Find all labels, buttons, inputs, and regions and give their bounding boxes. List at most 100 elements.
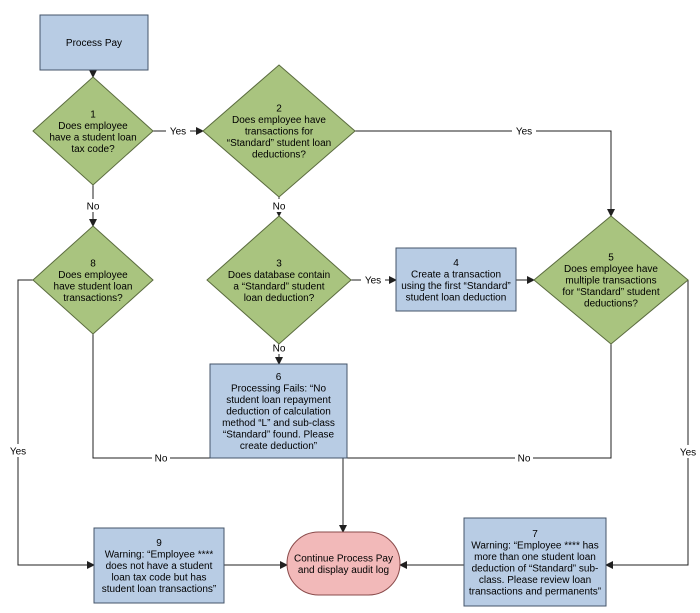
edge-label: Yes [516, 127, 532, 138]
node-text-line: loan tax code but has [111, 573, 206, 584]
edge-label-bg [676, 445, 700, 458]
node-text-line: Warning: “Employee **** [105, 550, 214, 561]
node-number: 5 [608, 253, 614, 264]
node-text-line: Continue Process Pay [294, 553, 393, 564]
decision-diamond [32, 225, 154, 335]
node-text-line: multiple transactions [565, 276, 656, 287]
process-box [395, 247, 517, 312]
edge-d5-b7: Yes [605, 280, 700, 569]
node-text-line: have student loan [54, 281, 133, 292]
edge-label-bg [270, 341, 288, 354]
connector-line [605, 280, 689, 569]
decision-diamond [533, 215, 689, 345]
edge-label: No [518, 454, 531, 465]
process-box [209, 363, 348, 459]
edge-label-bg [84, 199, 102, 212]
edge-label-bg [512, 124, 536, 137]
edge-label-bg [152, 451, 170, 464]
node-number: 2 [276, 104, 282, 115]
node-text-line: Does employee [58, 270, 128, 281]
node-text-line: and display audit log [298, 565, 389, 576]
node-text-line: deductions? [252, 150, 306, 161]
edge-label: No [87, 202, 100, 213]
node-text-line: deduction of calculation [226, 407, 331, 418]
connector-line [355, 130, 615, 217]
node-number: 4 [453, 258, 459, 269]
node-text-line: Does employee have [564, 264, 658, 275]
process-box [93, 527, 225, 604]
node-text-line: Process Pay [66, 38, 122, 49]
node-text-line: class. Please review loan [479, 575, 591, 586]
node-text-line: create deduction” [240, 441, 317, 452]
edge-d2-d5: Yes [355, 124, 615, 217]
node-text-line: transactions? [63, 293, 123, 304]
edge-label: No [273, 344, 286, 355]
edge-label-bg [270, 199, 288, 212]
node-text-line: method “L” and sub-class [222, 418, 335, 429]
node-text-line: using the first “Standard” [401, 281, 511, 292]
node-text-line: “Standard” found. Please [223, 430, 335, 441]
edge-d3-b4: Yes [351, 273, 397, 287]
edge-label-bg [361, 273, 385, 286]
edge-label: Yes [680, 448, 696, 459]
edge-d5-end: No [343, 344, 612, 465]
decision-diamond [32, 76, 154, 186]
decision-diamond [202, 64, 356, 198]
edge-d8-b9: Yes [6, 279, 95, 569]
node-text-line: transactions for [245, 127, 314, 138]
node-text-line: Does employee have [232, 115, 326, 126]
node-text-line: Does employee [58, 121, 128, 132]
process-box [463, 517, 607, 607]
node-text-line: for “Standard” student [562, 287, 659, 298]
decision-diamond [206, 215, 352, 345]
node-text-line: Create a transaction [411, 269, 501, 280]
node-text-line: student loan repayment [226, 395, 331, 406]
edge-label: Yes [10, 447, 26, 458]
node-text-line: Processing Fails: “No [231, 384, 326, 395]
node-number: 8 [90, 258, 96, 269]
node-text-line: have a student loan [49, 132, 136, 143]
edge-d3-b6: No [270, 341, 288, 365]
edge-label-bg [515, 451, 533, 464]
node-number: 6 [276, 372, 282, 383]
node-text-line: “Standard” student loan [227, 138, 332, 149]
node-text-line: deduction of “Standard” sub- [472, 563, 599, 574]
edge-label-bg [166, 124, 190, 137]
edge-label: No [273, 202, 286, 213]
node-number: 1 [90, 109, 96, 120]
connector-line [343, 344, 612, 459]
node-text-line: a “Standard” student [233, 281, 324, 292]
node-text-line: deductions? [584, 299, 638, 310]
node-number: 9 [156, 538, 162, 549]
node-text-line: loan deduction? [244, 293, 315, 304]
node-text-line: more than one student loan [474, 552, 596, 563]
node-start: Process Pay [39, 14, 149, 71]
node-text-line: does not have a student [106, 561, 213, 572]
edge-label-bg [6, 444, 30, 457]
node-text-line: transactions and permanents” [469, 586, 601, 597]
edge-d1-d2: Yes [153, 124, 204, 138]
node-number: 3 [276, 258, 282, 269]
connector-line [17, 279, 95, 569]
edge-d1-d8: No [84, 185, 102, 227]
edge-label: Yes [170, 127, 186, 138]
node-text-line: Does database contain [228, 270, 330, 281]
edge-d2-d3: No [270, 197, 288, 217]
node-number: 7 [532, 529, 538, 540]
terminal-shape [286, 531, 401, 596]
node-text-line: student loan deduction [406, 292, 507, 303]
node-text-line: Warning: “Employee **** has [471, 540, 598, 551]
node-text-line: tax code? [71, 144, 115, 155]
